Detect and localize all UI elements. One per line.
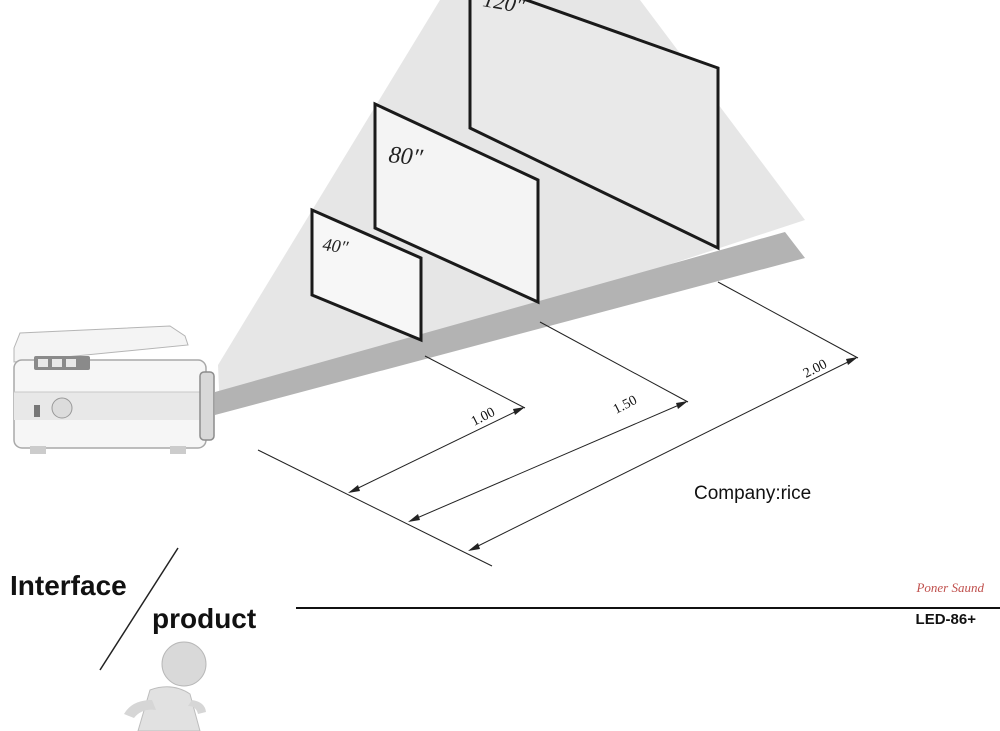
section-title-product: product xyxy=(152,603,257,634)
screen-40: 40″ xyxy=(310,207,423,343)
distance-label-1.50: 1.50 xyxy=(611,393,640,417)
dim-arrow-1.50 xyxy=(409,401,687,522)
running-figure-image xyxy=(124,641,207,731)
dim-arrow-2.00 xyxy=(469,357,857,551)
screen-label-80: 80″ xyxy=(387,142,425,172)
brand-logo-text: Poner Saund xyxy=(916,580,984,595)
company-text: Company:rice xyxy=(694,483,812,504)
brand-logo: Poner Saund xyxy=(916,580,984,596)
dimension-arrowheads xyxy=(348,357,858,551)
screen-label-40: 40″ xyxy=(321,234,350,257)
floor-shadow xyxy=(215,232,805,415)
model-number: LED-86+ xyxy=(915,611,976,628)
section-slash xyxy=(99,547,179,671)
distance-label-1.00: 1.00 xyxy=(469,405,498,429)
screen-120: 120″ xyxy=(468,0,720,251)
projector-image xyxy=(13,325,215,454)
screen-80: 80″ xyxy=(373,101,540,305)
dim-arrow-1.00 xyxy=(349,407,524,493)
section-title-interface: Interface xyxy=(10,570,127,601)
dimension-lines xyxy=(257,281,859,567)
